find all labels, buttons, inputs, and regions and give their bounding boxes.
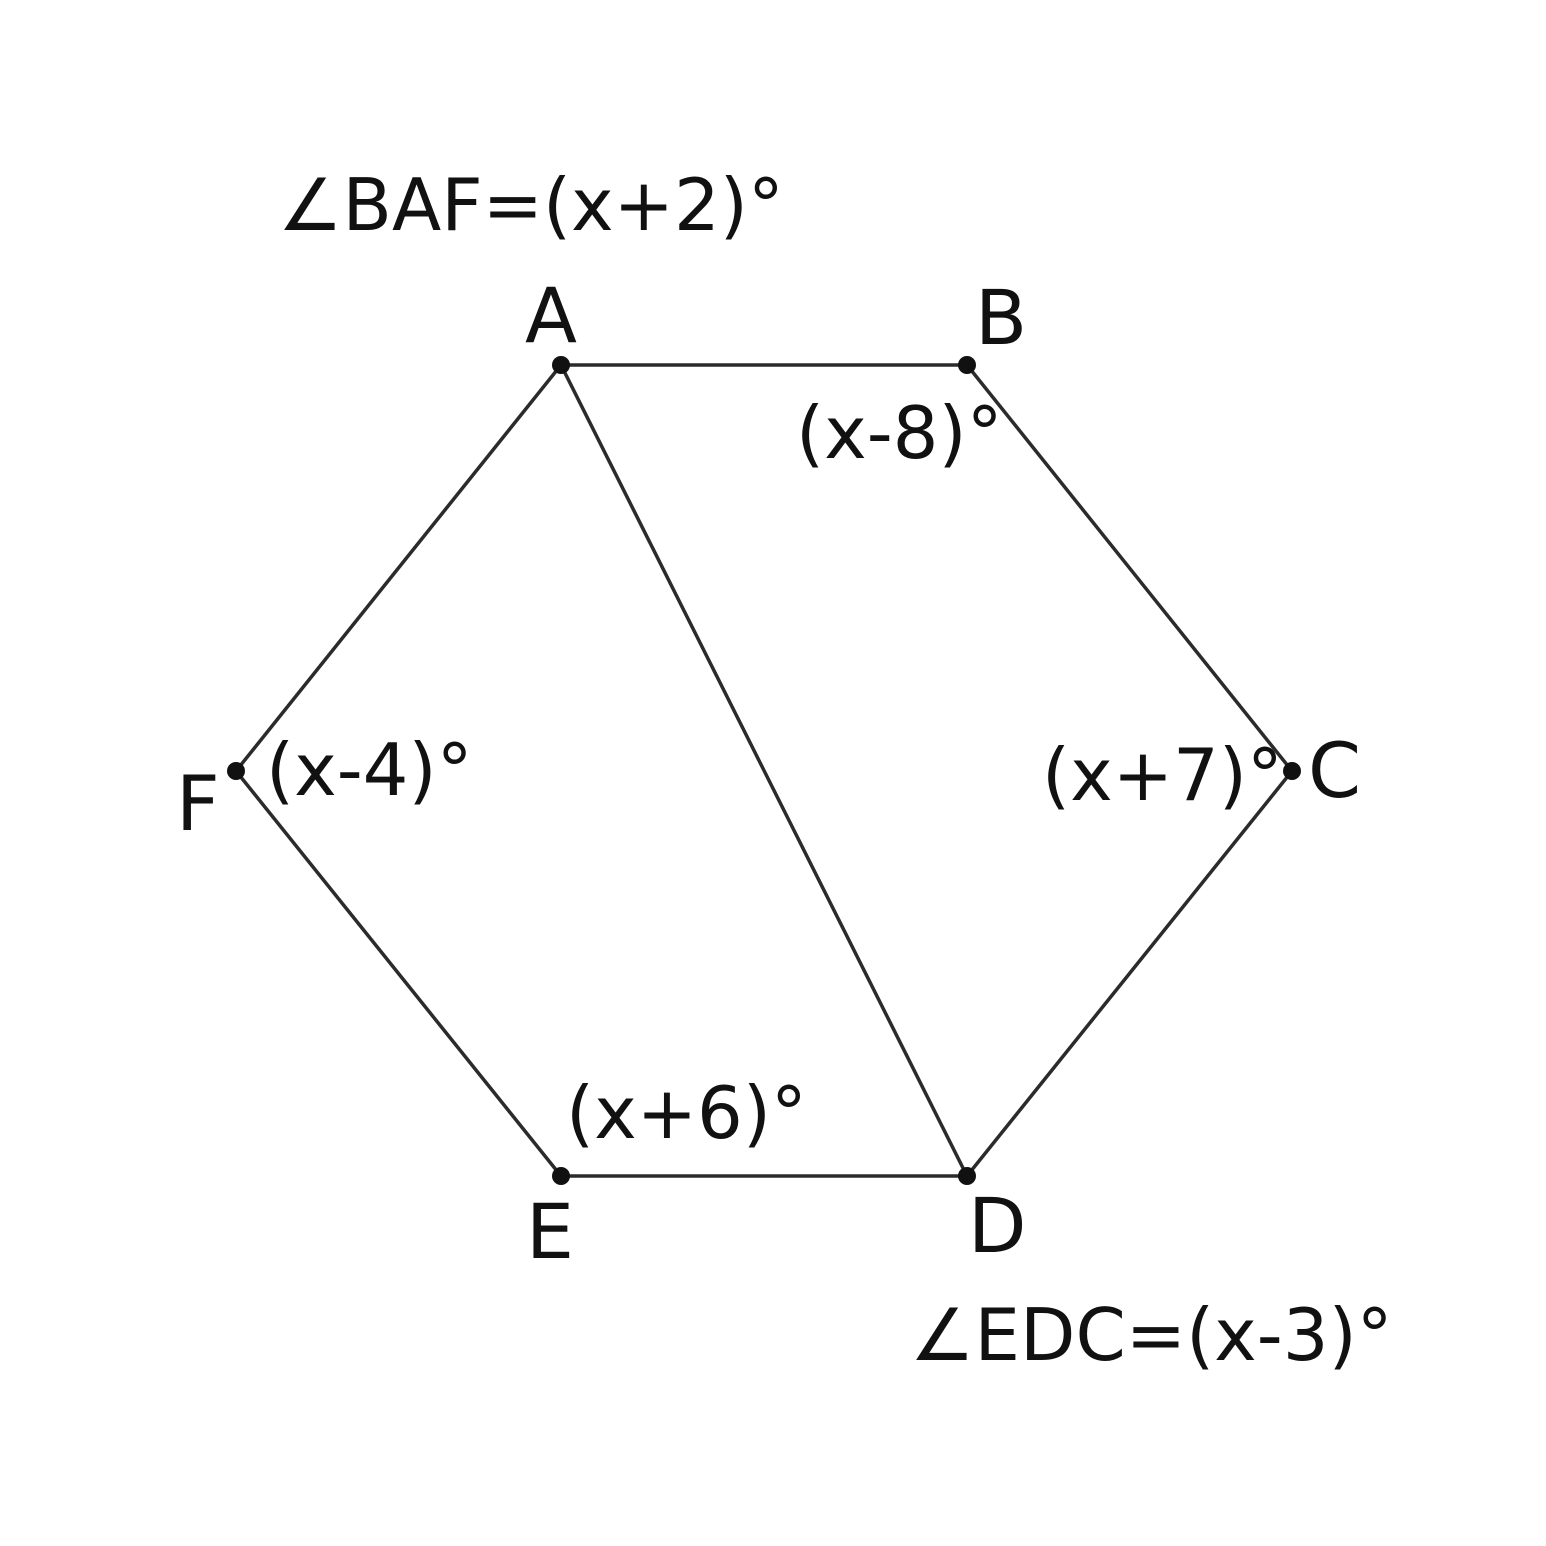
segment-fa [234,363,563,773]
vertex-d-point [958,1167,976,1185]
angle-b-label: (x-8)° [796,391,1003,475]
angle-c-label: (x+7)° [1042,733,1283,817]
vertex-a-label: A [525,271,577,360]
vertex-f-point [227,762,245,780]
given-angle-baf: ∠BAF=(x+2)° [278,163,784,247]
diagonal-ad [559,364,969,1177]
angle-f-label: (x-4)° [266,728,473,812]
vertex-b-label: B [975,273,1027,362]
vertex-a-point [552,356,570,374]
segment-ef [234,769,563,1178]
vertex-f-label: F [176,759,220,848]
given-angle-edc: ∠EDC=(x-3)° [910,1293,1393,1377]
segment-bc [965,363,1294,773]
vertex-c-point [1283,762,1301,780]
vertex-b-point [958,356,976,374]
segment-cd [965,769,1294,1178]
vertex-e-label: E [526,1187,574,1276]
angle-e-label: (x+6)° [566,1071,807,1155]
vertex-c-label: C [1308,726,1361,815]
vertex-d-label: D [968,1181,1027,1270]
vertex-e-point [552,1167,570,1185]
